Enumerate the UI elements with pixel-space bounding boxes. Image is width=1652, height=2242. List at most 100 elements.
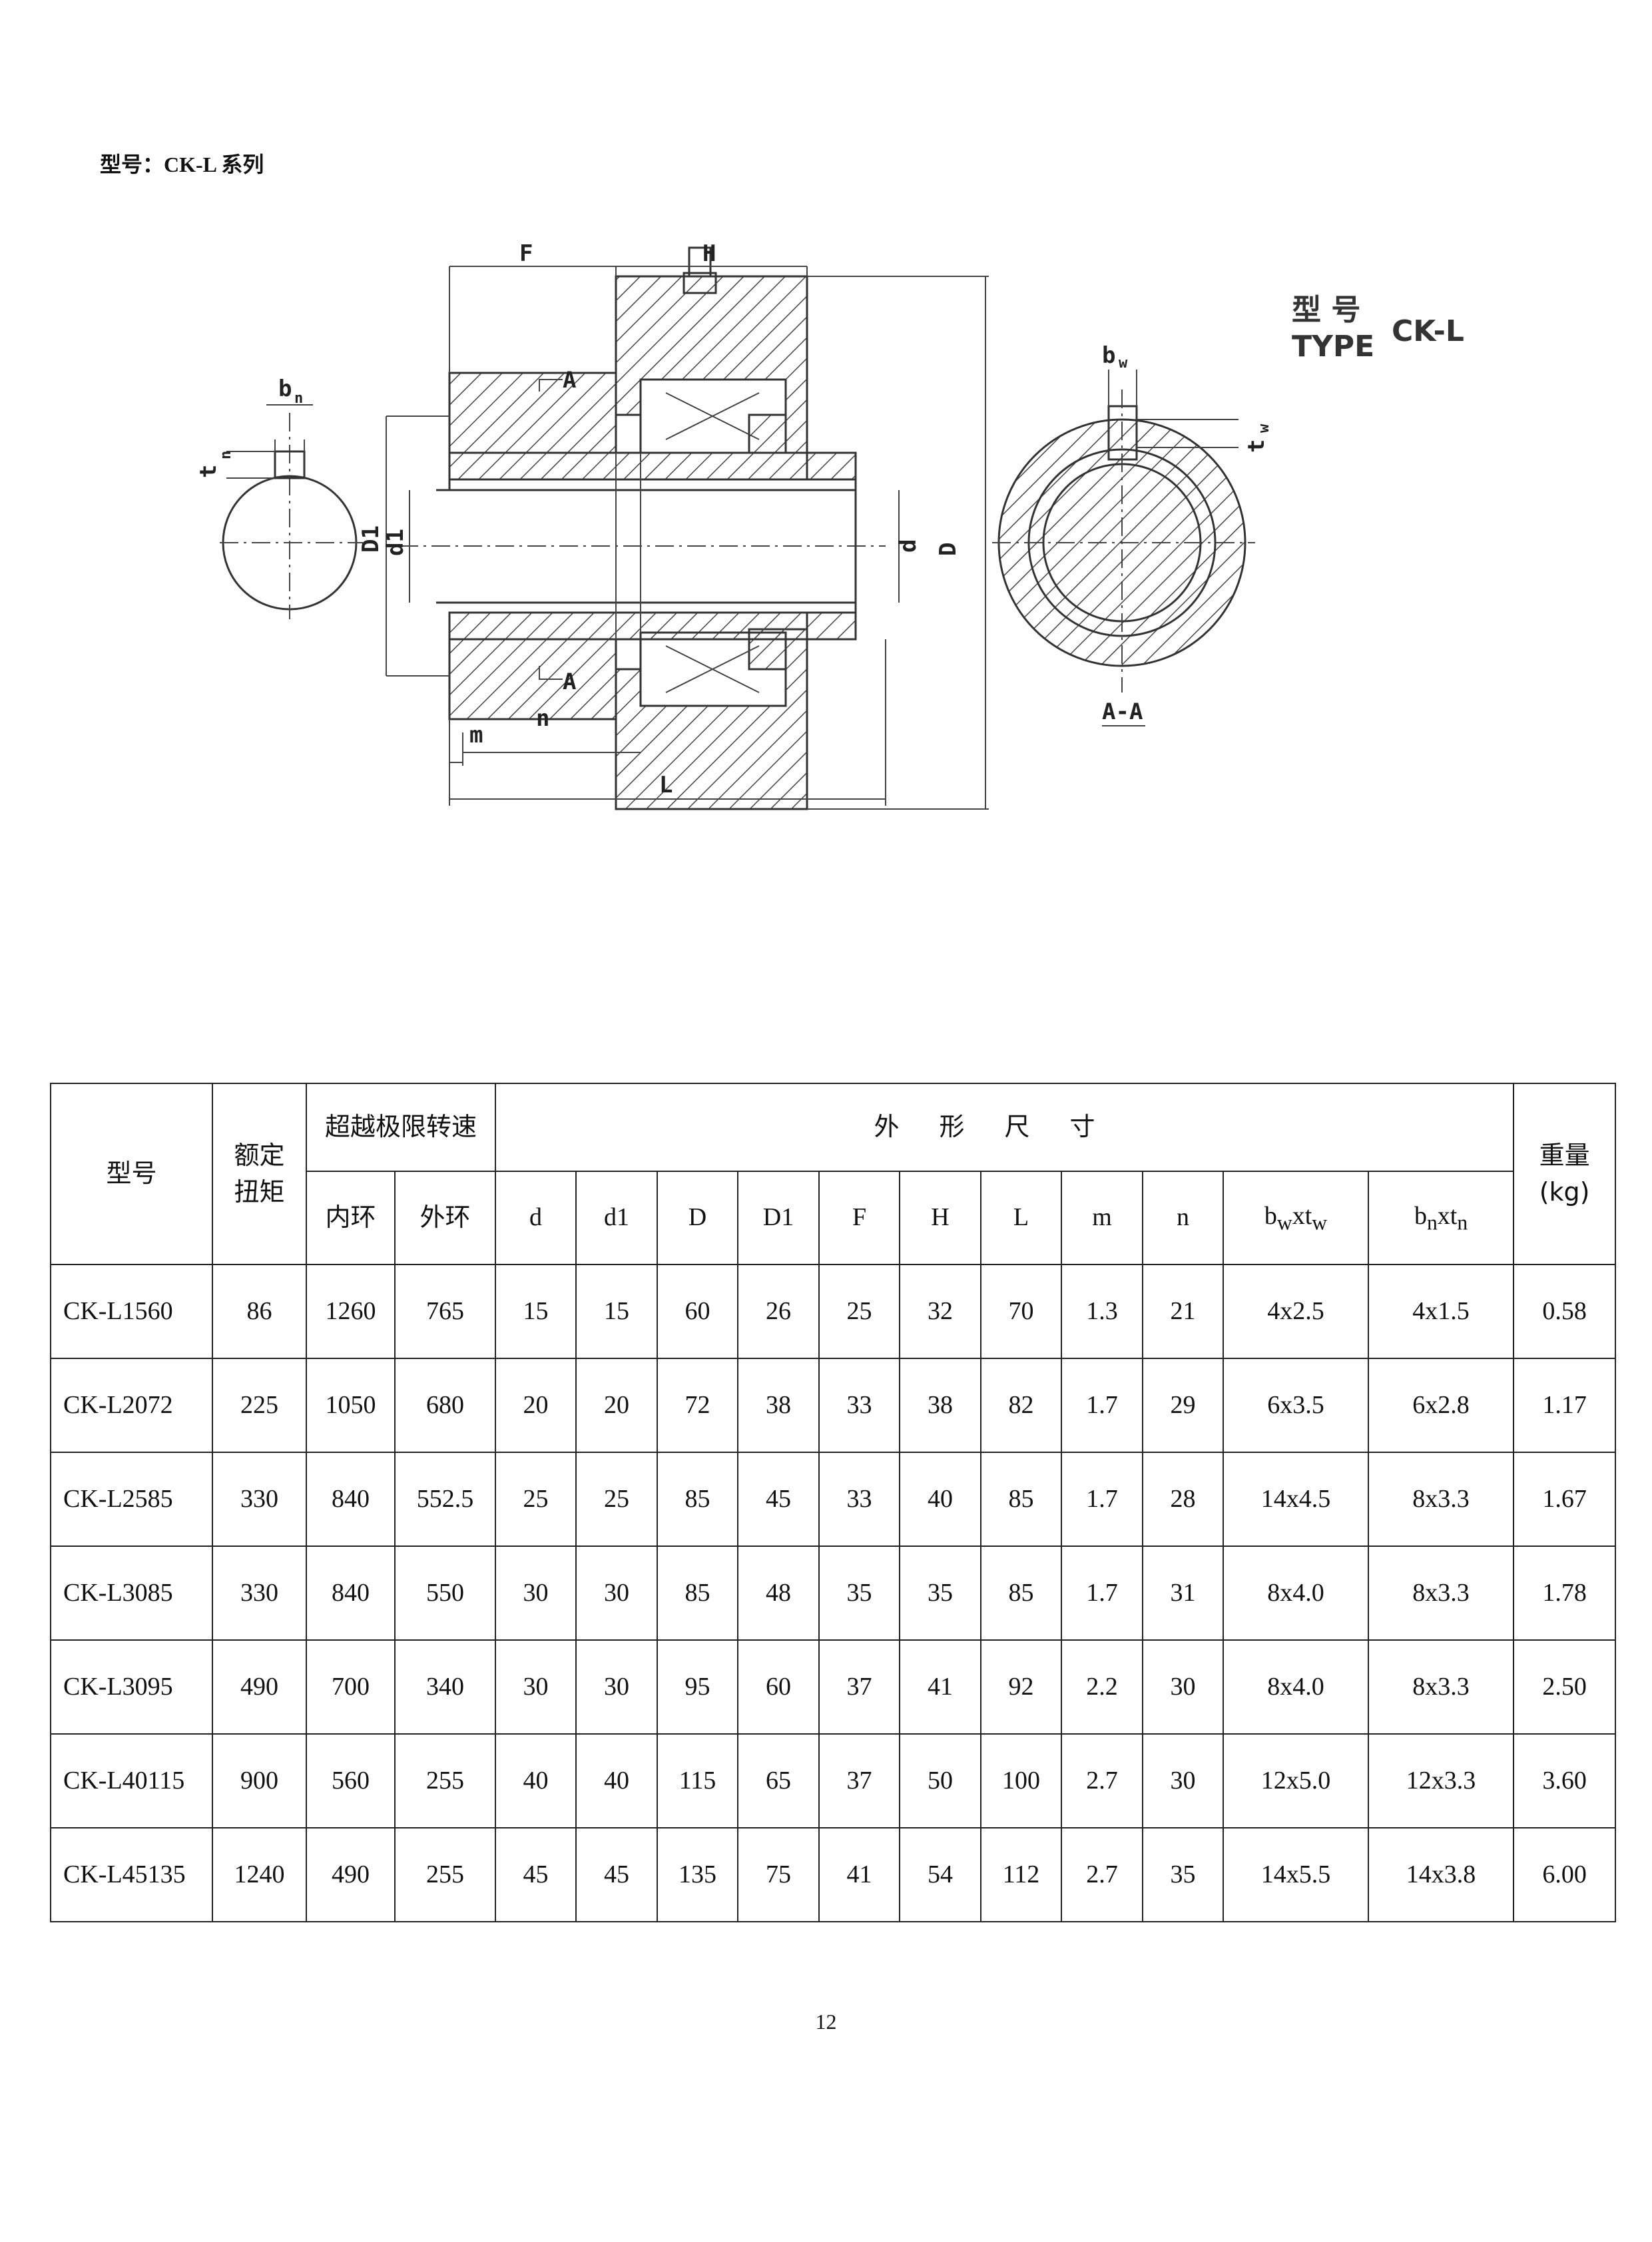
header-dimensions: 外形尺寸 (495, 1083, 1515, 1172)
table-cell: 14x4.5 (1223, 1452, 1370, 1547)
table-cell: 490 (306, 1827, 396, 1922)
dim-F: F (519, 240, 533, 267)
header-col-m: m (1061, 1171, 1144, 1265)
table-cell: 70 (980, 1264, 1063, 1359)
header-weight: 重量(kg) (1513, 1083, 1617, 1265)
header-inner-ring: 内环 (306, 1171, 396, 1265)
table-cell: 490 (212, 1639, 307, 1735)
table-cell: 37 (818, 1733, 901, 1828)
table-cell: 550 (394, 1545, 497, 1641)
table-cell: 560 (306, 1733, 396, 1828)
table-cell: 86 (212, 1264, 307, 1359)
header-col-bnxtn: bnxtn (1368, 1171, 1515, 1265)
table-cell: 48 (737, 1545, 820, 1641)
table-cell: 700 (306, 1639, 396, 1735)
table-cell: 60 (737, 1639, 820, 1735)
table-cell: 1.7 (1061, 1358, 1144, 1453)
table-cell-model: CK-L45135 (50, 1827, 213, 1922)
table-cell: 45 (575, 1827, 659, 1922)
table-cell: 6.00 (1513, 1827, 1617, 1922)
table-cell: 26 (737, 1264, 820, 1359)
dim-n: n (536, 705, 549, 732)
table-cell: 330 (212, 1545, 307, 1641)
table-cell: 75 (737, 1827, 820, 1922)
table-cell: 25 (575, 1452, 659, 1547)
table-cell: 30 (1142, 1733, 1225, 1828)
tw-sub: w (1256, 423, 1272, 433)
table-cell-model: CK-L3085 (50, 1545, 213, 1641)
header-torque: 额定扭矩 (212, 1083, 307, 1265)
table-cell: 72 (657, 1358, 739, 1453)
table-cell: 15 (495, 1264, 577, 1359)
table-cell: 8x4.0 (1223, 1639, 1370, 1735)
table-cell: 30 (495, 1639, 577, 1735)
table-cell: 41 (818, 1827, 901, 1922)
header-col-L: L (980, 1171, 1063, 1265)
tw-label: t (1243, 439, 1270, 453)
table-cell: 2.2 (1061, 1639, 1144, 1735)
table-cell-model: CK-L1560 (50, 1264, 213, 1359)
bw-sub: w (1119, 355, 1128, 372)
table-cell: 1.67 (1513, 1452, 1617, 1547)
table-cell: 95 (657, 1639, 739, 1735)
table-cell: 82 (980, 1358, 1063, 1453)
page-number: 12 (815, 2010, 837, 2034)
table-cell: 1260 (306, 1264, 396, 1359)
table-cell: 25 (495, 1452, 577, 1547)
table-cell: 35 (899, 1545, 982, 1641)
header-outer-ring: 外环 (394, 1171, 497, 1265)
table-cell: 35 (818, 1545, 901, 1641)
table-cell: 20 (575, 1358, 659, 1453)
table-cell: 40 (575, 1733, 659, 1828)
shaft-end-view: b n t n (200, 376, 363, 619)
table-cell: 4x2.5 (1223, 1264, 1370, 1359)
table-cell-model: CK-L2072 (50, 1358, 213, 1453)
header-col-n: n (1142, 1171, 1225, 1265)
table-cell: 30 (575, 1639, 659, 1735)
table-cell: 32 (899, 1264, 982, 1359)
table-cell: 38 (737, 1358, 820, 1453)
table-cell: 8x3.3 (1368, 1639, 1515, 1735)
table-cell: 33 (818, 1358, 901, 1453)
header-col-d: d (495, 1171, 577, 1265)
table-cell: 15 (575, 1264, 659, 1359)
table-cell: 3.60 (1513, 1733, 1617, 1828)
header-col-H: H (899, 1171, 982, 1265)
type-model: CK-L (1392, 314, 1464, 348)
table-cell: 25 (818, 1264, 901, 1359)
spec-table: 型号 额定扭矩 超越极限转速 外形尺寸 重量(kg) 内环 外环 d d1 D … (50, 1083, 1617, 1922)
table-cell: 225 (212, 1358, 307, 1453)
table-cell-model: CK-L3095 (50, 1639, 213, 1735)
technical-drawing: b n t n (200, 240, 1464, 810)
table-cell: 21 (1142, 1264, 1225, 1359)
table-cell: 40 (899, 1452, 982, 1547)
tn-sub: n (218, 451, 234, 459)
table-cell: 30 (495, 1545, 577, 1641)
table-cell: 33 (818, 1452, 901, 1547)
table-cell: 6x2.8 (1368, 1358, 1515, 1453)
bn-sub: n (294, 390, 303, 407)
table-cell: 8x3.3 (1368, 1545, 1515, 1641)
table-cell: 840 (306, 1545, 396, 1641)
header-model: 型号 (50, 1083, 213, 1265)
table-cell: 41 (899, 1639, 982, 1735)
dim-H: H (702, 240, 716, 267)
header-overrun: 超越极限转速 (305, 1083, 497, 1172)
table-cell: 6x3.5 (1223, 1358, 1370, 1453)
table-cell: 2.50 (1513, 1639, 1617, 1735)
type-label-cn: 型 号 (1292, 293, 1360, 327)
tn-label: t (200, 465, 222, 478)
table-cell: 37 (818, 1639, 901, 1735)
dim-L: L (659, 772, 673, 798)
table-cell: 4x1.5 (1368, 1264, 1515, 1359)
table-cell: 1.78 (1513, 1545, 1617, 1641)
table-cell-model: CK-L2585 (50, 1452, 213, 1547)
coupling-section-view: F H L m n D1 d1 d D A A (358, 240, 989, 810)
table-cell: 85 (657, 1545, 739, 1641)
